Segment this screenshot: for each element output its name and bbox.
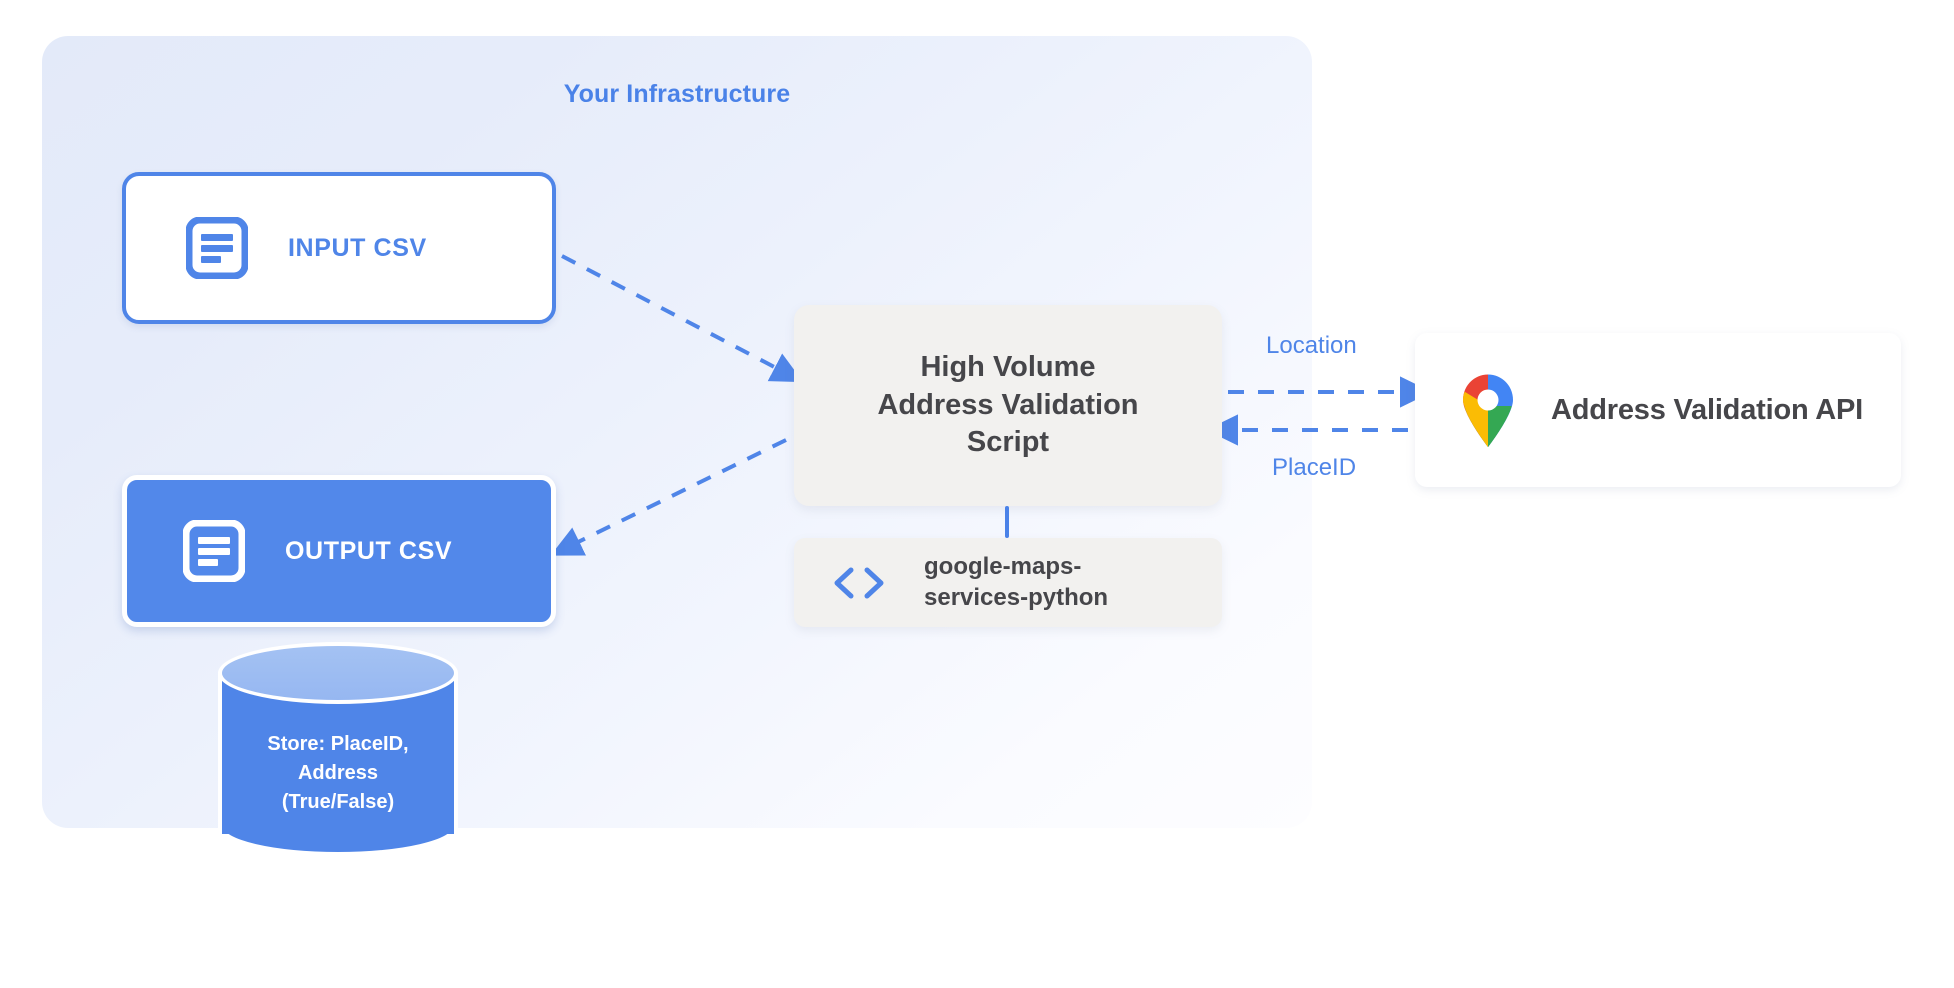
api-label: Address Validation API: [1551, 393, 1863, 426]
code-icon: [834, 567, 884, 598]
edge-script-to-library: [1005, 506, 1009, 538]
datastore-label: Store: PlaceID, Address (True/False): [267, 733, 409, 813]
output-csv-label: OUTPUT CSV: [285, 536, 453, 565]
edge-label-location: Location: [1266, 332, 1357, 359]
panel-title: Your Infrastructure: [563, 80, 791, 108]
document-icon: [183, 520, 245, 582]
library-label: google-maps- services-python: [924, 553, 1109, 611]
script-label: High Volume Address Validation Script: [877, 350, 1139, 459]
node-client-library[interactable]: google-maps- services-python: [794, 538, 1222, 627]
node-address-validation-api[interactable]: Address Validation API: [1415, 333, 1901, 487]
document-icon: [186, 217, 248, 279]
node-datastore[interactable]: Store: PlaceID, Address (True/False): [218, 642, 458, 862]
input-csv-label: INPUT CSV: [288, 233, 427, 262]
cylinder-top: [218, 642, 458, 704]
edge-label-placeid: PlaceID: [1272, 454, 1357, 481]
node-output-csv[interactable]: OUTPUT CSV: [122, 475, 556, 627]
node-input-csv[interactable]: INPUT CSV: [122, 172, 556, 324]
node-validation-script[interactable]: High Volume Address Validation Script: [794, 305, 1222, 506]
google-maps-pin-icon: [1463, 374, 1513, 447]
